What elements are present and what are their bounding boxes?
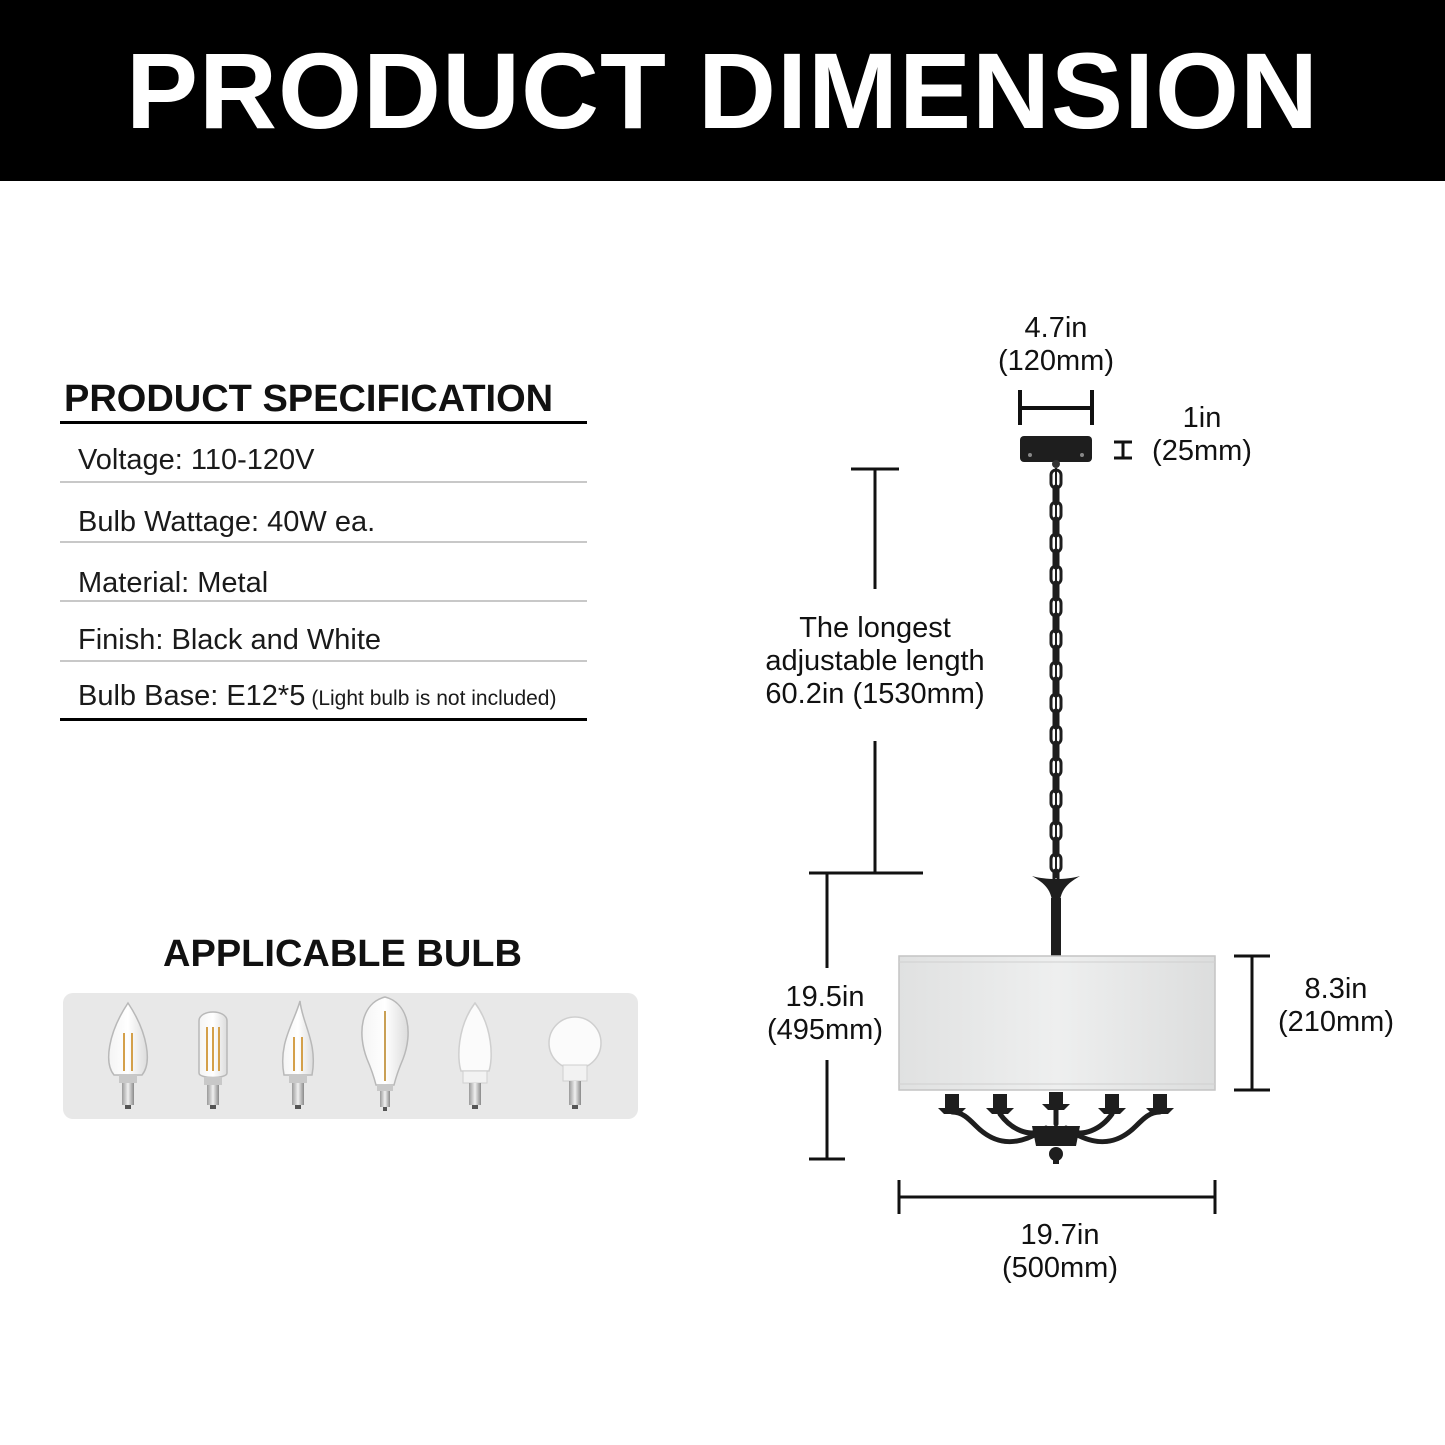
chain-link (1052, 676, 1060, 698)
spec-row-finish: Finish: Black and White (78, 624, 382, 656)
chain-link (1052, 836, 1060, 858)
edison-st-filament-bulb-icon (361, 996, 409, 1111)
chain-length-marker (851, 467, 923, 875)
spec-divider (60, 541, 587, 543)
spec-row-material: Material: Metal (78, 567, 269, 599)
spec-row-wattage: Bulb Wattage: 40W ea. (78, 506, 376, 538)
chain-link (1052, 612, 1060, 634)
tubular-filament-bulb-icon (198, 1011, 228, 1109)
center-stem (1032, 876, 1080, 956)
flame-tip-filament-bulb-icon (282, 1000, 314, 1109)
chain-link (1049, 724, 1063, 746)
spec-row-bulb-base: Bulb Base: E12*5(Light bulb is not inclu… (78, 680, 557, 712)
candle-filament-bulb-icon (108, 1001, 148, 1109)
chain-link (1052, 708, 1060, 730)
chain-link (1052, 516, 1060, 538)
chain-link (1049, 564, 1063, 586)
canopy-width-label: 4.7in(120mm) (997, 312, 1114, 377)
chain-links (1049, 468, 1063, 890)
spec-bottom-rule (60, 718, 587, 721)
canopy-width-marker (1018, 390, 1094, 425)
chain-link (1052, 804, 1060, 826)
canopy-height-label: 1in(25mm) (1152, 402, 1252, 467)
spec-divider (60, 481, 587, 483)
page-title: PRODUCT DIMENSION (125, 30, 1320, 151)
chain-link (1052, 740, 1060, 762)
shade-height-label: 8.3in(210mm) (1277, 973, 1394, 1038)
spec-heading: PRODUCT SPECIFICATION (64, 378, 554, 420)
chain-link (1052, 484, 1060, 506)
chain-link (1049, 596, 1063, 618)
drum-shade (898, 955, 1216, 1091)
spec-note: (Light bulb is not included) (311, 687, 557, 710)
chain-link (1049, 532, 1063, 554)
chain-link (1052, 580, 1060, 602)
chain-link (1052, 548, 1060, 570)
chain-link (1049, 692, 1063, 714)
header-banner (0, 0, 1445, 181)
chain-link (1049, 756, 1063, 778)
bulb-heading: APPLICABLE BULB (163, 933, 522, 975)
chain-link (1049, 628, 1063, 650)
bulb-images (108, 996, 602, 1111)
canopy-height-marker (1114, 440, 1132, 460)
shade-width-marker (897, 1180, 1217, 1214)
spec-row-voltage: Voltage: 110-120V (78, 444, 315, 476)
led-candle-bulb-icon (458, 1001, 492, 1109)
spec-divider (60, 600, 587, 602)
spec-divider (60, 660, 587, 662)
fixture-height-label: 19.5in(495mm) (766, 981, 883, 1046)
chain-link (1049, 820, 1063, 842)
chain-link (1049, 852, 1063, 874)
bulb-panel (63, 993, 638, 1119)
ceiling-canopy (1020, 436, 1092, 468)
shade-height-marker (1234, 954, 1270, 1092)
chain-link (1049, 788, 1063, 810)
chain-link (1052, 772, 1060, 794)
chain-link (1049, 660, 1063, 682)
fixture-height-marker (809, 871, 851, 1161)
chain-link (1049, 468, 1063, 490)
spec-top-rule (60, 421, 587, 424)
candle-cups (938, 1092, 1174, 1164)
led-globe-bulb-icon (548, 1016, 602, 1109)
shade-width-label: 19.7in(500mm) (1001, 1219, 1118, 1284)
chain-link (1052, 644, 1060, 666)
chain-link (1049, 500, 1063, 522)
